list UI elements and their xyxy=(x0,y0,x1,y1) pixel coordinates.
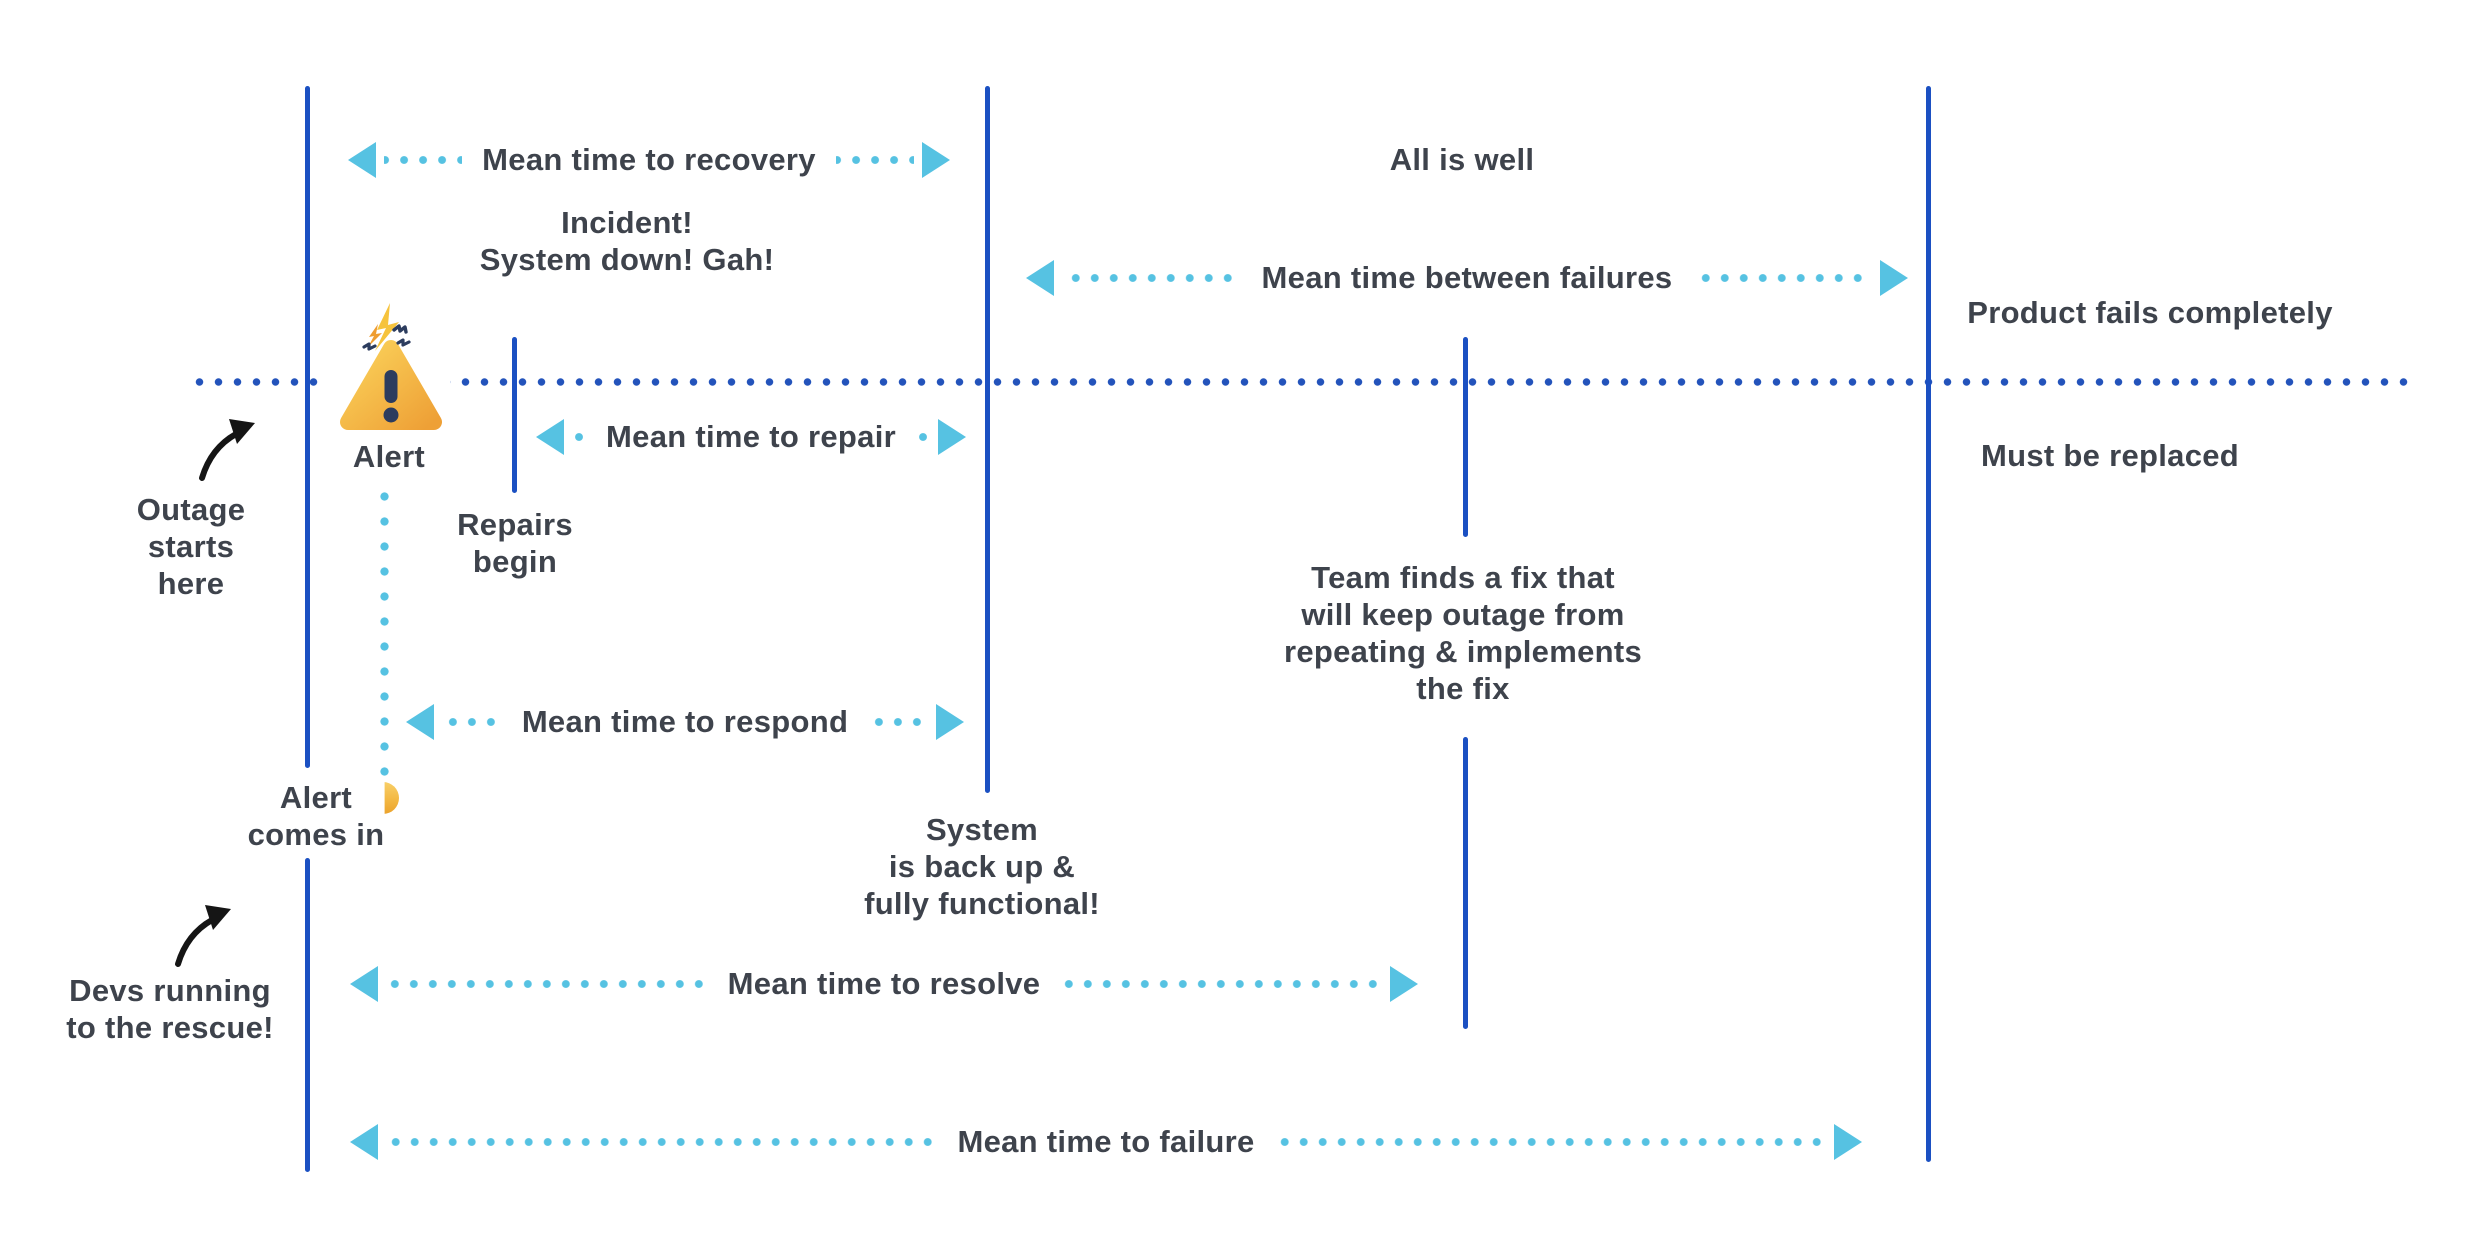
arrowhead-left-icon xyxy=(406,704,434,740)
note-line: starts xyxy=(147,529,235,564)
dotted-segment xyxy=(384,156,463,164)
incident-note: Incident! System down! Gah! xyxy=(480,204,774,278)
dotted-segment xyxy=(835,156,914,164)
arrowhead-left-icon xyxy=(350,966,378,1002)
note-line: is back up & xyxy=(888,849,1076,884)
metric-label: Mean time to recovery xyxy=(470,142,828,178)
note-line: Outage xyxy=(136,492,246,527)
repairs-begin-tick xyxy=(512,337,517,493)
note-line: repeating & implements xyxy=(1283,634,1643,669)
dotted-segment xyxy=(868,718,928,726)
mean-time-between-failures-arrow: Mean time between failures xyxy=(1026,258,1909,298)
mean-time-to-failure-arrow: Mean time to failure xyxy=(350,1122,1863,1162)
metric-label: Mean time between failures xyxy=(1249,260,1685,296)
note-line: Devs running xyxy=(69,973,271,1008)
note-line: Product fails completely xyxy=(1967,295,2333,330)
must-be-replaced-note: Must be replaced xyxy=(1981,437,2239,474)
metric-label: Mean time to repair xyxy=(594,419,908,455)
note-line: Team finds a fix that xyxy=(1311,560,1615,595)
note-line: will keep outage from xyxy=(1301,597,1625,632)
mean-time-to-recovery-arrow: Mean time to recovery xyxy=(348,140,950,180)
system-back-up-note: System is back up & fully functional! xyxy=(864,811,1100,922)
warning-triangle-icon xyxy=(328,300,450,438)
arrowhead-right-icon xyxy=(1390,966,1418,1002)
fix-implemented-line-top xyxy=(1463,337,1468,537)
note-line: the fix xyxy=(1416,671,1510,706)
alert-connector-dotted-line xyxy=(380,484,389,788)
note-line: begin xyxy=(472,544,558,579)
note-line: fully functional! xyxy=(864,886,1100,921)
product-failure-line xyxy=(1926,86,1931,1162)
dotted-segment xyxy=(386,1138,938,1146)
metric-label: Mean time to respond xyxy=(509,704,861,740)
system-restored-line xyxy=(985,86,990,793)
note-line: comes in xyxy=(247,817,385,852)
mean-time-to-repair-arrow: Mean time to repair xyxy=(536,417,966,457)
arrowhead-right-icon xyxy=(936,704,964,740)
outage-start-line-bottom xyxy=(305,858,310,1172)
note-line: Must be replaced xyxy=(1980,438,2240,473)
note-line: Alert xyxy=(279,780,353,815)
note-line: to the rescue! xyxy=(66,1010,274,1045)
arrowhead-left-icon xyxy=(350,1124,378,1160)
dotted-segment xyxy=(1062,274,1242,282)
outage-start-line-top xyxy=(305,86,310,768)
note-line: Incident! xyxy=(561,205,693,240)
dotted-segment xyxy=(1692,274,1873,282)
note-line: here xyxy=(157,566,225,601)
mean-time-to-resolve-arrow: Mean time to resolve xyxy=(350,964,1418,1004)
dotted-segment xyxy=(572,433,587,441)
repairs-begin-note: Repairs begin xyxy=(457,506,573,580)
metric-label: Mean time to failure xyxy=(945,1124,1267,1160)
note-line: Alert xyxy=(352,439,426,474)
product-fails-note: Product fails completely xyxy=(1967,294,2333,331)
curved-arrow-icon xyxy=(192,416,264,488)
devs-rescue-note: Devs running to the rescue! xyxy=(66,972,273,1046)
dotted-segment xyxy=(386,980,708,988)
note-line: All is well xyxy=(1389,142,1535,177)
note-line: System xyxy=(925,812,1039,847)
arrowhead-left-icon xyxy=(536,419,564,455)
alert-label: Alert xyxy=(353,438,425,475)
team-fix-note: Team finds a fix that will keep outage f… xyxy=(1283,559,1643,707)
curved-arrow-icon xyxy=(168,902,240,974)
note-line: System down! Gah! xyxy=(479,242,775,277)
dotted-segment xyxy=(442,718,502,726)
arrowhead-right-icon xyxy=(938,419,966,455)
fix-implemented-line-bottom xyxy=(1463,737,1468,1029)
timeline-dotted-line xyxy=(190,378,2412,386)
arrowhead-right-icon xyxy=(922,142,950,178)
arrowhead-right-icon xyxy=(1834,1124,1863,1160)
all-is-well-note: All is well xyxy=(1390,141,1535,178)
dotted-segment xyxy=(1274,1138,1827,1146)
mean-time-to-respond-arrow: Mean time to respond xyxy=(406,702,964,742)
arrowhead-right-icon xyxy=(1880,260,1909,296)
note-line: Repairs xyxy=(457,507,573,542)
alert-comes-in-note: Alert comes in xyxy=(247,779,385,853)
arrowhead-left-icon xyxy=(348,142,376,178)
metric-label: Mean time to resolve xyxy=(715,966,1053,1002)
outage-starts-here-note: Outage starts here xyxy=(137,491,246,602)
dotted-segment xyxy=(915,433,930,441)
dotted-segment xyxy=(1060,980,1382,988)
arrowhead-left-icon xyxy=(1026,260,1054,296)
